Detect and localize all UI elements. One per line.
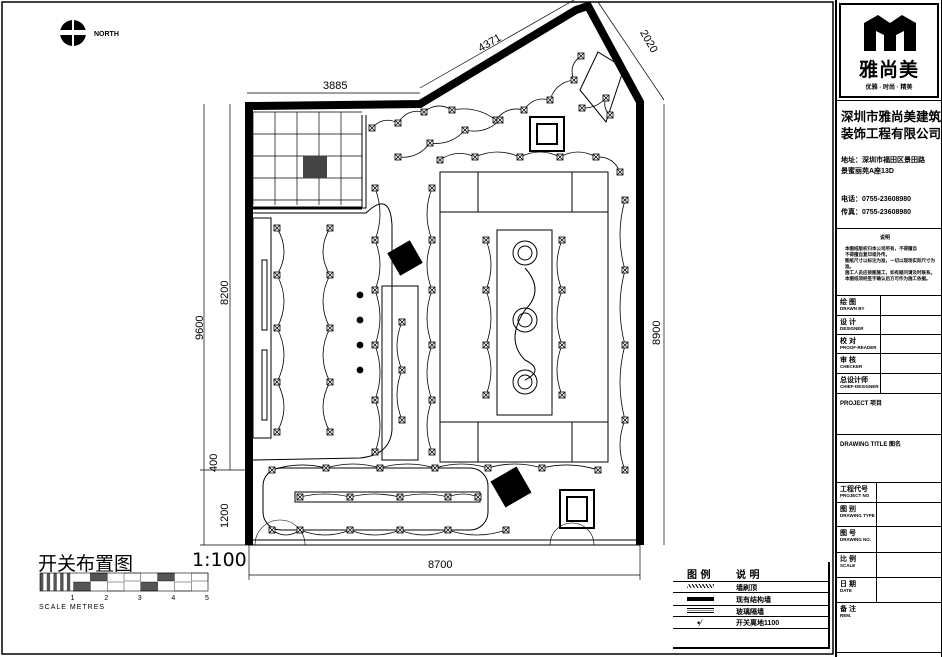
- dim-left-lower: 1200: [219, 504, 231, 528]
- note-line: 本图纸须经签字确认后方可作为施工依据。: [845, 276, 931, 281]
- company-logo: 雅尚美 优雅 · 时尚 · 精美: [839, 3, 939, 98]
- title-block: 雅尚美 优雅 · 时尚 · 精美 深圳市雅尚美建筑 装饰工程有限公司 地址：深圳…: [835, 0, 942, 657]
- row-label: 比 例: [840, 556, 856, 563]
- brand-slogan: 优雅 · 时尚 · 精美: [865, 85, 913, 91]
- note-line: 不得擅自复印或外传。: [845, 252, 890, 257]
- row-label-en: DRAWN BY: [840, 306, 865, 311]
- central-display-table: [439, 171, 609, 463]
- fax: 传真：0755-23608980: [841, 209, 912, 216]
- legend-item-label: 开关离地1100: [736, 620, 780, 627]
- switch-icon: •⁄: [697, 618, 702, 628]
- scale-tick-label: 5: [205, 595, 209, 602]
- logo-mark-icon: [864, 15, 916, 51]
- pendant-light-icon: [512, 240, 538, 266]
- row-label-en: DATE: [840, 588, 852, 593]
- structural-wall: [245, 1, 644, 545]
- row-label-en: REM.: [840, 613, 852, 618]
- row-label: 图 号: [840, 530, 856, 537]
- floor-plan: NORTH 388: [1, 0, 834, 655]
- row-label-en: PROOF-READER: [840, 345, 877, 350]
- row-label-en: PROJECT NO: [840, 493, 870, 498]
- row-label: 工程代号: [840, 486, 868, 493]
- dim-right-diagonal: 2020: [637, 28, 660, 55]
- legend-item-label: 现有结构墙: [736, 597, 771, 604]
- row-label-en: SCALE: [840, 563, 856, 568]
- scale-tick-label: 3: [138, 595, 142, 602]
- row-label: 设 计: [840, 319, 856, 326]
- row-label: 审 核: [840, 357, 856, 364]
- solid-wall-symbol: [687, 597, 714, 601]
- north-arrow-icon: [58, 19, 91, 47]
- drawing-title-label: DRAWING TITLE 图名: [840, 442, 901, 448]
- hatch-symbol: [687, 584, 714, 588]
- dim-right: 8900: [651, 321, 663, 345]
- row-label: 图 别: [840, 506, 856, 513]
- row-label-en: CHECKER: [840, 364, 863, 369]
- address-line: 景蜜丽苑A座13D: [841, 168, 894, 175]
- notes: 本图纸版权归本公司所有，不得擅自 不得擅自复印或外传。 图纸尺寸以标注为准，一切…: [845, 246, 941, 282]
- notes-title: 说明: [880, 235, 891, 241]
- switch-icon: [356, 291, 364, 299]
- switch-icon: [356, 316, 364, 324]
- legend-item-label: 墙刷顶: [736, 585, 757, 592]
- company-name-line: 装饰工程有限公司: [841, 126, 942, 141]
- row-label-en: DESIGNER: [840, 326, 864, 331]
- dim-left-upper: 8200: [219, 281, 231, 305]
- row-label: 绘 图: [840, 299, 856, 306]
- scale-tick-label: 4: [171, 595, 175, 602]
- row-label: 备 注: [840, 606, 856, 613]
- project-label: PROJECT 项目: [840, 401, 883, 407]
- scale-unit: SCALE METRES: [39, 604, 106, 611]
- lighting-layout: [268, 52, 629, 536]
- legend-item-label: 玻璃隔墙: [736, 609, 764, 616]
- dim-top-left: 3885: [323, 80, 347, 92]
- north-label: NORTH: [94, 31, 119, 38]
- switch-icon: [356, 366, 364, 374]
- switch-icon: [356, 341, 364, 349]
- sheet-border: [1, 1, 834, 655]
- scale-tick-label: 1: [71, 595, 75, 602]
- note-line: 图纸尺寸以标注为准，一切以现场实际尺寸为准。: [845, 258, 935, 269]
- dim-left-total: 9600: [194, 316, 206, 340]
- plan-title: 开关布置图: [38, 553, 134, 575]
- legend-col-desc: 说 明: [736, 570, 760, 581]
- brand-name: 雅尚美: [858, 59, 919, 81]
- note-line: 本图纸版权归本公司所有，不得擅自: [845, 246, 917, 251]
- note-line: 施工人员应按图施工，如有疑问请及时联系。: [845, 270, 935, 275]
- row-label-en: DRAWING NO.: [840, 537, 871, 542]
- scale-tick-label: 2: [104, 595, 108, 602]
- row-label: 校 对: [840, 338, 856, 345]
- pendant-light-icon: [512, 307, 538, 333]
- dim-left-mid: 400: [208, 454, 220, 472]
- pendant-light-icon: [512, 369, 538, 395]
- row-label: 总设计师: [840, 377, 868, 384]
- address-line: 地址：深圳市福田区景田路: [841, 157, 925, 164]
- row-label-en: DRAWING TYPE: [840, 513, 875, 518]
- address: 地址：深圳市福田区景田路 景蜜丽苑A座13D: [841, 155, 925, 177]
- dim-top-diagonal: 4371: [476, 32, 503, 55]
- legend-col-symbol: 图 例: [687, 570, 711, 581]
- scale-bar: [39, 572, 209, 592]
- row-label-en: CHIEF-DESIGNER: [840, 384, 879, 389]
- company-name: 深圳市雅尚美建筑 装饰工程有限公司: [841, 108, 941, 142]
- company-name-line: 深圳市雅尚美建筑: [841, 109, 942, 124]
- row-label: 日 期: [840, 581, 856, 588]
- glass-wall-symbol: [687, 608, 714, 613]
- plan-scale: 1:100: [192, 549, 247, 571]
- ceiling-vent: [303, 156, 327, 178]
- phone: 电话：0755-23608980: [841, 196, 912, 203]
- dim-bottom: 8700: [428, 559, 452, 571]
- legend: 图 例 说 明 •⁄ 墙刷顶 现有结构墙 玻璃隔墙 开关离地1100: [673, 562, 830, 649]
